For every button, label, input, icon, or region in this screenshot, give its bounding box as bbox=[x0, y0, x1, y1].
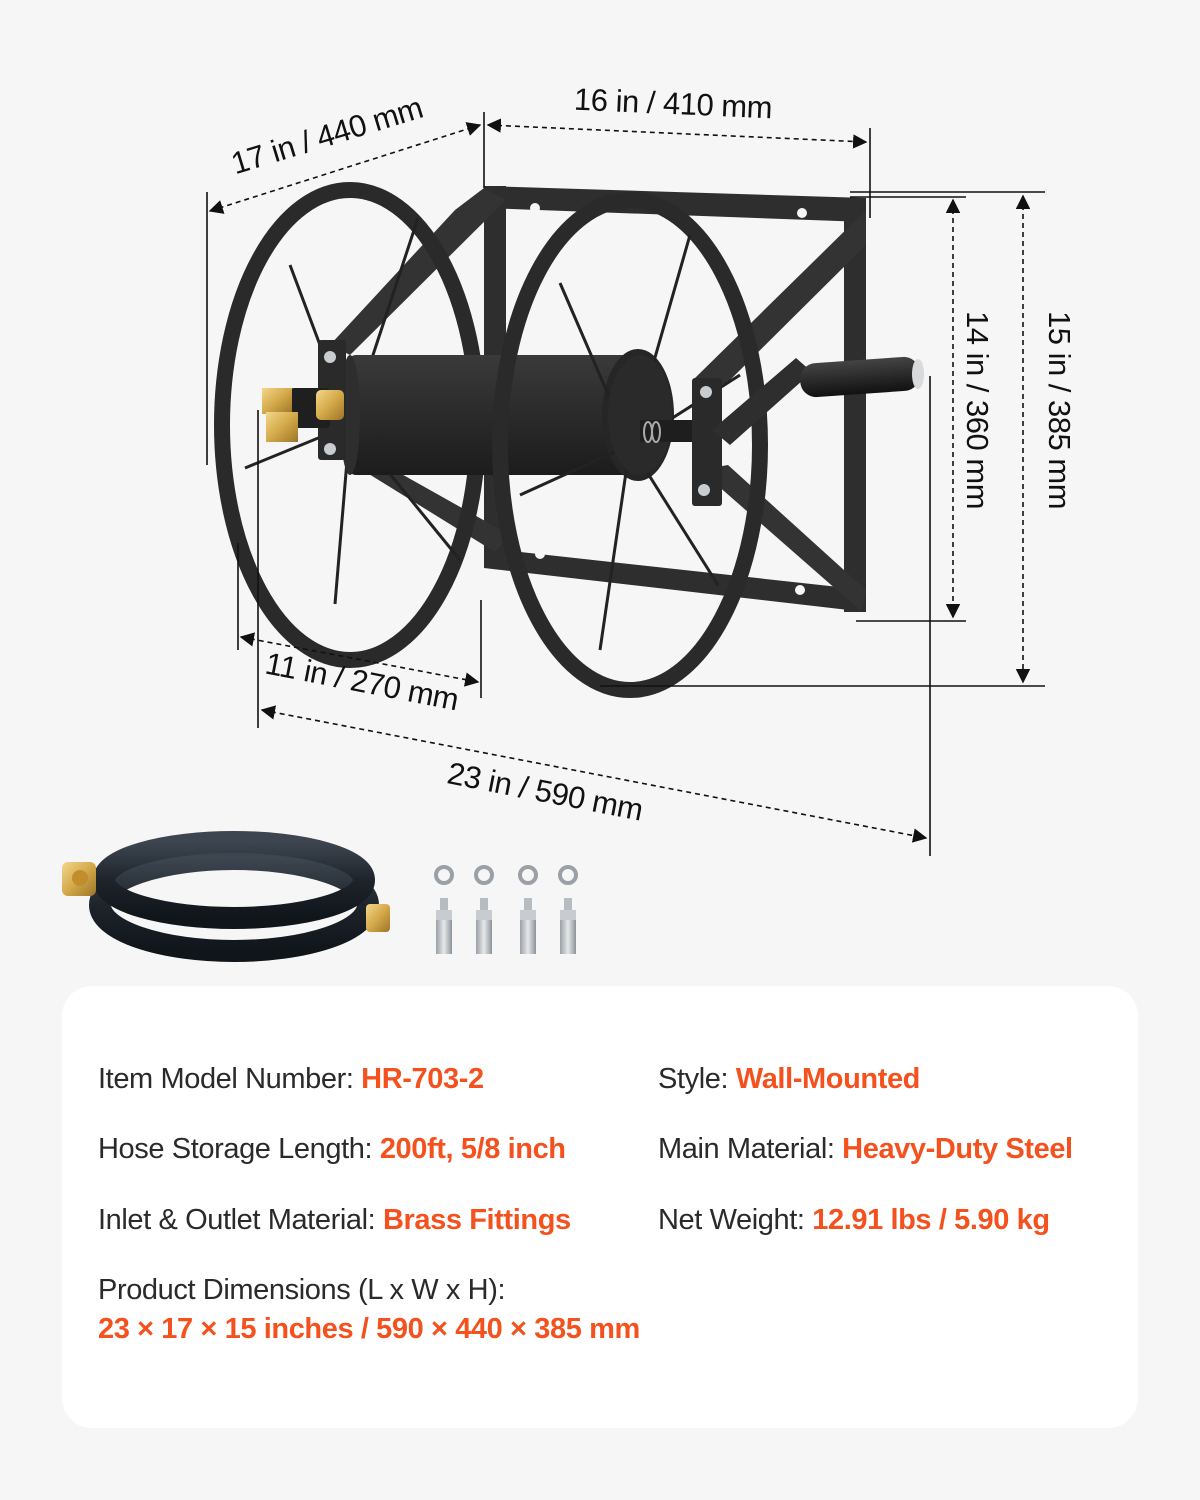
spec-product-dims-value: 23 × 17 × 15 inches / 590 × 440 × 385 mm bbox=[98, 1313, 640, 1345]
spec-weight: Net Weight: 12.91 lbs / 5.90 kg bbox=[658, 1204, 1050, 1237]
brass-elbow-icon bbox=[262, 388, 292, 414]
spec-style-label: Style: bbox=[658, 1063, 736, 1095]
spec-weight-label: Net Weight: bbox=[658, 1204, 813, 1236]
spec-fittings: Inlet & Outlet Material: Brass Fittings bbox=[98, 1204, 571, 1237]
spec-model-label: Item Model Number: bbox=[98, 1063, 362, 1095]
dimension-lines bbox=[206, 112, 1045, 856]
spec-hose-length-label: Hose Storage Length: bbox=[98, 1133, 380, 1165]
anchor-bolts-icon bbox=[434, 865, 578, 954]
spec-material-value: Heavy-Duty Steel bbox=[842, 1133, 1073, 1165]
spec-model-value: HR-703-2 bbox=[361, 1063, 484, 1095]
spec-style: Style: Wall-Mounted bbox=[658, 1063, 920, 1096]
spec-weight-value: 12.91 lbs / 5.90 kg bbox=[812, 1204, 1050, 1236]
brass-inlet-icon bbox=[316, 390, 344, 420]
hose-reel-illustration bbox=[62, 112, 1045, 962]
crank-handle-icon bbox=[800, 356, 920, 398]
spec-fittings-value: Brass Fittings bbox=[382, 1204, 571, 1236]
product-diagram: 17 in / 440 mm 16 in / 410 mm 14 in / 36… bbox=[62, 82, 1078, 962]
spec-product-dims-label: Product Dimensions (L x W x H): bbox=[98, 1274, 506, 1306]
dim-frame-height-label: 14 in / 360 mm bbox=[960, 310, 996, 510]
spec-model: Item Model Number: HR-703-2 bbox=[98, 1063, 484, 1096]
spec-hose-length: Hose Storage Length: 200ft, 5/8 inch bbox=[98, 1133, 566, 1166]
spec-product-dims: Product Dimensions (L x W x H): bbox=[98, 1274, 506, 1307]
spec-card bbox=[62, 986, 1138, 1428]
spec-hose-length-value: 200ft, 5/8 inch bbox=[379, 1133, 566, 1165]
dim-total-height-label: 15 in / 385 mm bbox=[1042, 310, 1078, 510]
leader-hose-icon bbox=[62, 831, 390, 962]
spec-fittings-label: Inlet & Outlet Material: bbox=[98, 1204, 383, 1236]
spec-style-value: Wall-Mounted bbox=[735, 1063, 921, 1095]
inlet-assembly bbox=[262, 340, 346, 460]
spec-material: Main Material: Heavy-Duty Steel bbox=[658, 1133, 1073, 1166]
spec-material-label: Main Material: bbox=[658, 1133, 843, 1165]
crank-assembly bbox=[608, 355, 924, 506]
